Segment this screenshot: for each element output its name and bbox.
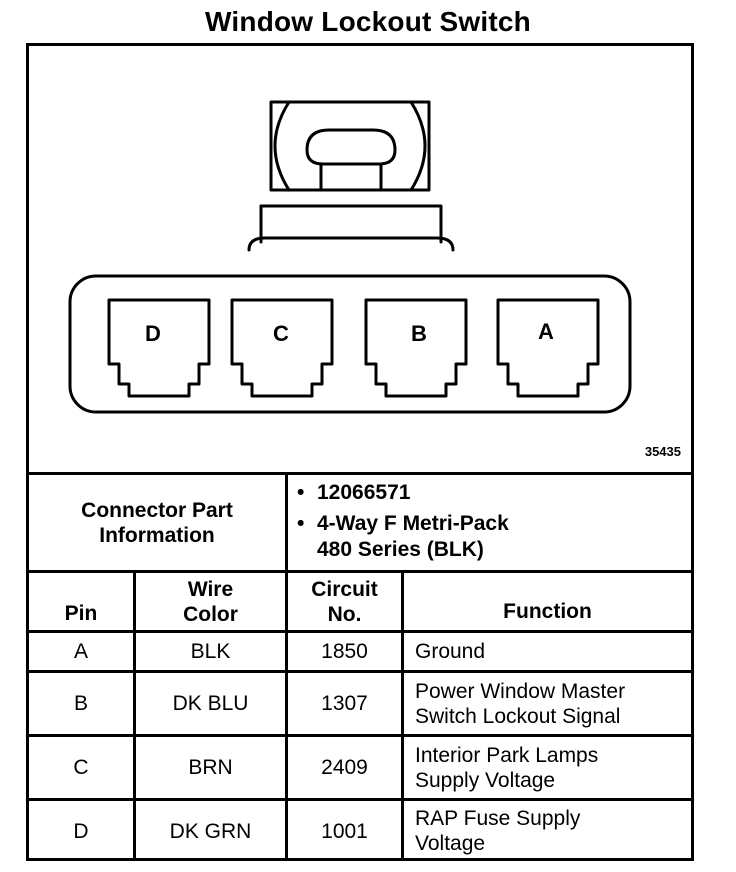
row-c-wire-color: BRN bbox=[188, 756, 233, 779]
connector-info-list: 12066571 4-Way F Metri-Pack 480 Series (… bbox=[291, 480, 509, 563]
connector-part-number: 12066571 bbox=[291, 480, 509, 506]
connector-type: 4-Way F Metri-Pack bbox=[291, 511, 509, 537]
header-circuit-line2: No. bbox=[327, 602, 362, 626]
connector-info-label-line2: Information bbox=[99, 523, 215, 547]
row-d-function-line2: Voltage bbox=[415, 832, 486, 855]
connector-info-label-line1: Connector Part bbox=[81, 498, 233, 522]
pin-label-b: B bbox=[411, 321, 427, 346]
row-d-pin: D bbox=[73, 819, 89, 843]
divider-row-b bbox=[29, 734, 691, 737]
divider-col-wire bbox=[133, 570, 136, 861]
connector-series: 480 Series (BLK) bbox=[317, 538, 484, 561]
connector-lock-tab bbox=[269, 100, 431, 192]
pin-cavities bbox=[107, 298, 600, 398]
connector-info-label: Connector Part Information bbox=[29, 475, 285, 570]
connector-housing bbox=[68, 274, 632, 414]
header-wire-color-line1: Wire bbox=[187, 577, 234, 601]
divider-header bbox=[29, 630, 691, 633]
divider-info bbox=[29, 570, 691, 573]
page-title: Window Lockout Switch bbox=[205, 6, 531, 37]
header-circuit: Circuit No. bbox=[288, 573, 401, 630]
divider-diagram bbox=[29, 472, 691, 475]
row-c-pin: C bbox=[73, 756, 89, 779]
row-a-pin: A bbox=[73, 640, 88, 663]
divider-col-circuit bbox=[285, 472, 288, 861]
pin-label-c: C bbox=[273, 321, 289, 346]
row-a-wire-color: BLK bbox=[190, 640, 231, 663]
connector-frame: D C B A 35435 Connector Part Information… bbox=[26, 43, 694, 861]
row-b-pin: B bbox=[73, 692, 88, 715]
figure-number: 35435 bbox=[644, 444, 681, 459]
row-d-circuit: 1001 bbox=[321, 819, 368, 843]
pin-label-d: D bbox=[145, 321, 161, 346]
divider-row-c bbox=[29, 798, 691, 801]
row-a-function: Ground bbox=[415, 640, 486, 663]
cavity-d bbox=[107, 298, 211, 398]
row-b-wire-color: DK BLU bbox=[172, 692, 249, 715]
header-pin: Pin bbox=[64, 602, 98, 625]
row-d-wire-color: DK GRN bbox=[169, 819, 252, 843]
header-circuit-line1: Circuit bbox=[311, 577, 378, 601]
header-wire-color: Wire Color bbox=[136, 573, 285, 630]
header-wire-color-line2: Color bbox=[183, 602, 238, 626]
pin-label-a: A bbox=[538, 319, 554, 344]
row-c-function: Interior Park Lamps Supply Voltage bbox=[404, 737, 691, 798]
connector-drawing: D C B A bbox=[68, 100, 632, 414]
cavity-b bbox=[364, 298, 468, 398]
row-d-function-line1: RAP Fuse Supply bbox=[415, 807, 581, 830]
row-d-function: RAP Fuse Supply Voltage bbox=[404, 801, 691, 861]
row-a-circuit: 1850 bbox=[321, 640, 368, 663]
header-function: Function bbox=[503, 600, 592, 623]
row-b-function-line1: Power Window Master bbox=[415, 679, 626, 703]
row-c-circuit: 2409 bbox=[321, 756, 368, 779]
row-b-circuit: 1307 bbox=[321, 692, 368, 715]
connector-diagram: D C B A 35435 bbox=[29, 46, 691, 474]
row-c-function-line2: Supply Voltage bbox=[415, 768, 556, 792]
divider-col-function bbox=[401, 570, 404, 861]
cavity-c bbox=[230, 298, 334, 398]
row-b-function-line2: Switch Lockout Signal bbox=[415, 704, 621, 728]
cavity-a bbox=[496, 298, 600, 398]
row-b-function: Power Window Master Switch Lockout Signa… bbox=[404, 673, 691, 734]
divider-row-a bbox=[29, 670, 691, 673]
row-c-function-line1: Interior Park Lamps bbox=[415, 743, 599, 767]
connector-collar bbox=[247, 204, 455, 252]
